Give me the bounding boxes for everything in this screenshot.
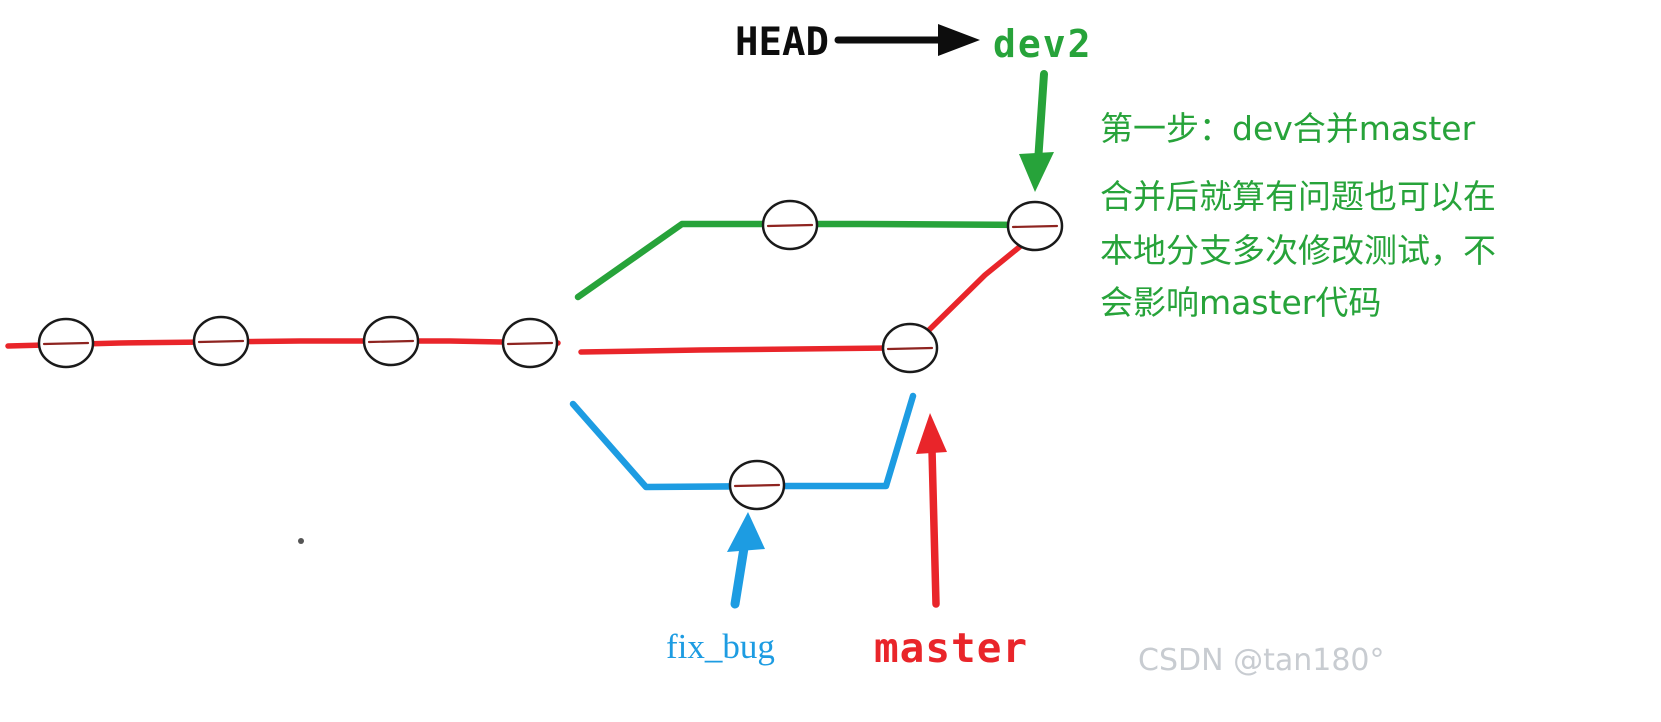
master-label: master — [874, 624, 1028, 672]
annotation-text: 第一步：dev合并master 合并后就算有问题也可以在 本地分支多次修改测试，… — [1100, 109, 1496, 322]
annotation-line-2: 合并后就算有问题也可以在 — [1100, 177, 1496, 216]
commit-node-inner-lines — [42, 223, 1059, 488]
fix-bug-label: fix_bug — [666, 627, 775, 666]
head-label: HEAD — [735, 20, 829, 65]
watermark: CSDN @tan180° — [1138, 643, 1385, 678]
stray-dot — [298, 538, 304, 544]
fix-bug-pointer-arrow — [727, 512, 765, 609]
annotation-line-3: 本地分支多次修改测试，不 — [1100, 231, 1496, 270]
master-pointer-arrow — [916, 413, 947, 608]
annotation-line-1: 第一步：dev合并master — [1100, 109, 1476, 148]
master-branch-line-right — [578, 345, 896, 355]
master-merge-into-dev2-line — [925, 237, 1031, 334]
annotation-line-4: 会影响master代码 — [1100, 283, 1381, 322]
dev2-label: dev2 — [993, 22, 1093, 66]
dev2-pointer-arrow — [1019, 70, 1054, 192]
head-arrow — [834, 24, 980, 56]
fix-bug-branch-line — [569, 392, 917, 491]
commit-nodes — [37, 199, 1064, 511]
